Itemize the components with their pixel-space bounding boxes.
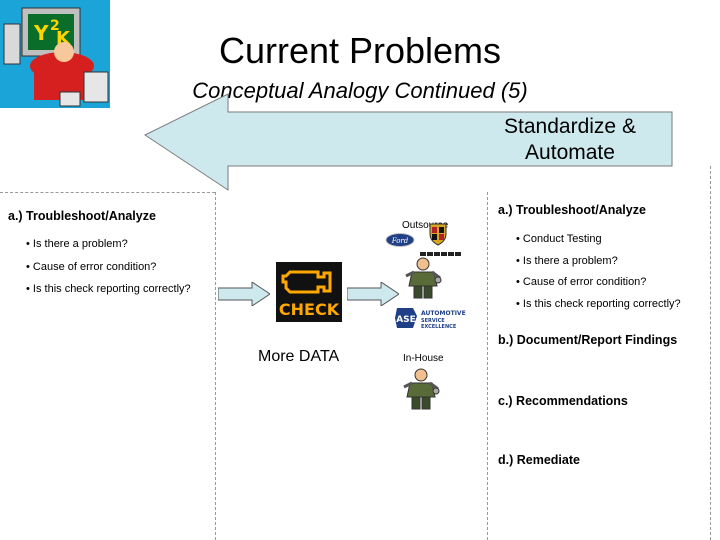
right-heading-c: c.) Recommendations <box>498 394 628 408</box>
right-bullet-1: • Conduct Testing <box>516 233 602 245</box>
mechanic-inhouse-icon <box>403 368 440 410</box>
left-bullet-1: • Is there a problem? <box>26 238 128 250</box>
right-bullet-2: • Is there a problem? <box>516 255 618 267</box>
check-engine-icon: CHECK <box>276 262 342 322</box>
left-bullet-2: • Cause of error condition? <box>26 261 157 273</box>
right-heading-a: a.) Troubleshoot/Analyze <box>498 203 646 217</box>
y2k-clipart-logo: Y 2 K <box>0 0 110 108</box>
left-top-border <box>0 192 215 193</box>
check-text: CHECK <box>279 300 340 319</box>
right-heading-b: b.) Document/Report Findings <box>498 333 678 347</box>
inhouse-label: In-House <box>403 353 444 364</box>
left-heading: a.) Troubleshoot/Analyze <box>8 209 156 223</box>
porsche-crest-icon <box>429 223 447 246</box>
mechanic-outsource-icon <box>405 257 442 299</box>
ase-desc-3: EXCELLENCE <box>421 324 457 330</box>
ase-desc-2: SERVICE <box>421 318 445 324</box>
ase-desc-1: AUTOMOTIVE <box>421 310 466 317</box>
ase-text: ASE <box>396 315 416 325</box>
ford-logo-icon: Ford <box>385 233 415 247</box>
arrow-to-middle <box>347 282 399 306</box>
more-data-label: More DATA <box>258 348 340 365</box>
svg-text:2: 2 <box>50 18 60 34</box>
arrow-to-check <box>218 282 270 306</box>
left-divider <box>215 192 216 540</box>
svg-text:Y: Y <box>33 21 49 45</box>
right-divider <box>487 192 488 540</box>
arrow-label: Standardize & Automate <box>480 114 660 166</box>
porsche-wordmark-icon <box>420 252 461 256</box>
page-title: Current Problems <box>218 30 502 71</box>
outsource-label: Outsource <box>402 220 449 231</box>
right-bullet-4: • Is this check reporting correctly? <box>516 298 681 310</box>
right-edge <box>710 166 711 540</box>
page-subtitle: Conceptual Analogy Continued (5) <box>192 78 528 103</box>
left-bullet-3: • Is this check reporting correctly? <box>26 283 191 295</box>
ase-logo-icon: ASE AUTOMOTIVE SERVICE EXCELLENCE <box>395 308 466 330</box>
right-bullet-3: • Cause of error condition? <box>516 276 647 288</box>
right-heading-d: d.) Remediate <box>498 453 580 467</box>
arrow-label-line1: Standardize & <box>504 115 636 138</box>
ford-text: Ford <box>391 237 409 245</box>
arrow-label-line2: Automate <box>525 141 615 164</box>
